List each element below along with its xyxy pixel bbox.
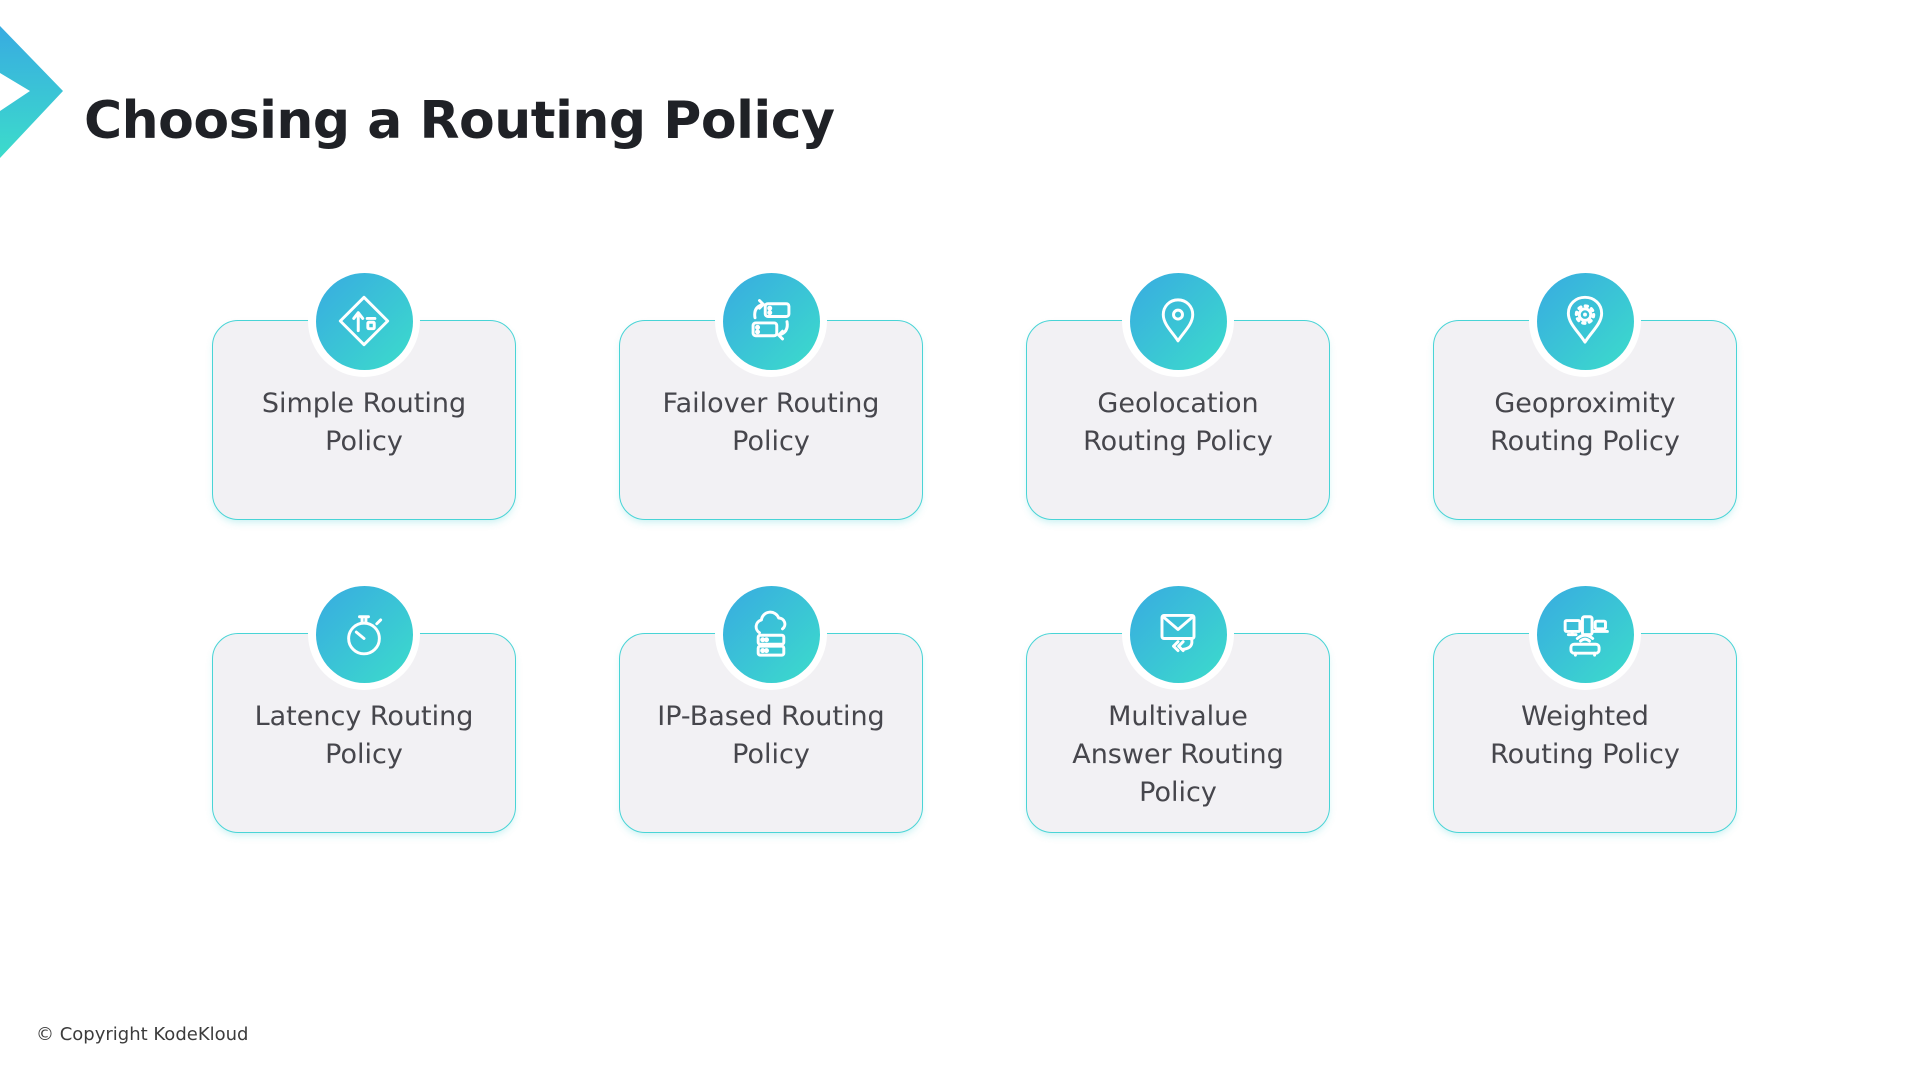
card-geoproximity-routing-policy: Geoproximity Routing Policy	[1433, 265, 1737, 520]
card-label: Simple Routing Policy	[261, 388, 467, 457]
card-icon-badge	[1529, 265, 1641, 377]
page-title: Choosing a Routing Policy	[84, 90, 835, 151]
envelope-return-icon	[1160, 613, 1196, 653]
failover-servers-icon	[751, 299, 791, 341]
copyright-text: © Copyright KodeKloud	[36, 1024, 249, 1045]
card-label: Geolocation Routing Policy	[1083, 388, 1273, 457]
card-icon-badge	[715, 578, 827, 690]
cloud-server-icon	[754, 610, 787, 657]
slide-accent-chevron	[0, 26, 63, 158]
card-simple-routing-policy: Simple Routing Policy	[212, 265, 516, 520]
card-icon-badge	[308, 265, 420, 377]
stopwatch-icon	[347, 615, 383, 656]
card-label: Multivalue Answer Routing Policy	[1072, 701, 1284, 808]
card-latency-routing-policy: Latency Routing Policy	[212, 578, 516, 833]
location-pin-icon	[1161, 298, 1195, 343]
card-icon-badge	[1122, 578, 1234, 690]
card-weighted-routing-policy: Weighted Routing Policy	[1433, 578, 1737, 833]
card-icon-badge	[715, 265, 827, 377]
card-multivalue-answer-routing-policy: Multivalue Answer Routing Policy	[1026, 578, 1330, 833]
pin-gear-icon	[1566, 295, 1604, 344]
card-icon-badge	[308, 578, 420, 690]
card-label: Weighted Routing Policy	[1490, 701, 1680, 770]
card-failover-routing-policy: Failover Routing Policy	[619, 265, 923, 520]
card-label: Geoproximity Routing Policy	[1490, 388, 1680, 457]
route-sign-icon	[338, 295, 390, 347]
card-label: Latency Routing Policy	[254, 701, 474, 770]
card-geolocation-routing-policy: Geolocation Routing Policy	[1026, 265, 1330, 520]
card-ip-based-routing-policy: IP-Based Routing Policy	[619, 578, 923, 833]
devices-network-icon	[1563, 615, 1609, 657]
card-label: IP-Based Routing Policy	[657, 701, 885, 770]
card-icon-badge	[1122, 265, 1234, 377]
routing-policy-grid: Simple Routing Policy	[212, 265, 1737, 833]
card-label: Failover Routing Policy	[662, 388, 880, 457]
card-icon-badge	[1529, 578, 1641, 690]
